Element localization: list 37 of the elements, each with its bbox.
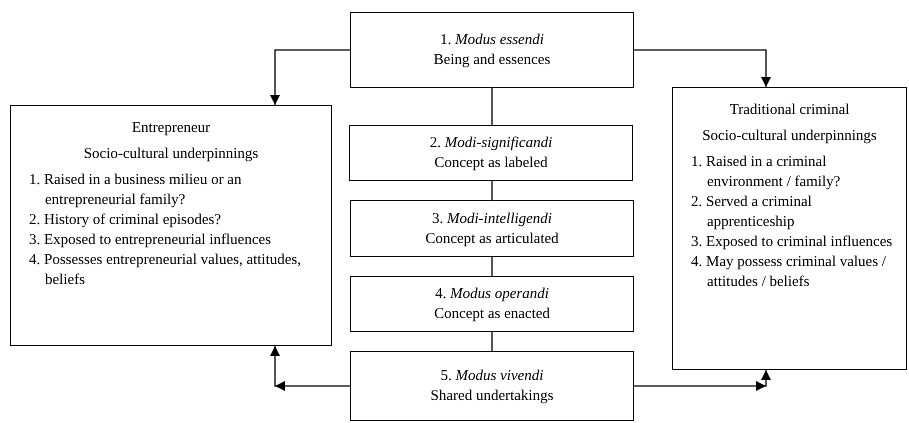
stage-name: 2. Modi-significandi xyxy=(430,134,552,153)
list-item: 4. May possess criminal values / attitudes / beliefs xyxy=(690,253,887,292)
stage-name: 5. Modus vivendi xyxy=(440,367,544,386)
stage-name: 4. Modus operandi xyxy=(435,285,549,304)
stage-box xyxy=(350,276,634,332)
connector-line xyxy=(491,88,493,125)
box-subheading: Socio-cultural underpinnings xyxy=(701,127,878,146)
list-item: 3. Exposed to entrepreneurial influences xyxy=(28,231,272,250)
connector-line xyxy=(491,181,493,200)
arrow xyxy=(634,49,771,87)
connector-line xyxy=(491,332,493,351)
arrow xyxy=(270,49,350,105)
stage-description: Concept as enacted xyxy=(434,305,550,324)
stage-description: Shared undertakings xyxy=(430,387,554,406)
box-heading: Traditional criminal xyxy=(728,101,850,120)
stage-description: Concept as articulated xyxy=(425,230,559,248)
stage-description: Concept as labeled xyxy=(434,154,548,173)
list-item: 1. Raised in a criminal environment / family? xyxy=(690,153,842,192)
stage-description: Being and essences xyxy=(434,51,550,70)
stage-box xyxy=(349,125,633,181)
stage-box xyxy=(350,200,634,257)
list-item: 3. Exposed to criminal influences xyxy=(690,233,894,252)
stage-box xyxy=(350,351,634,421)
box-subheading: Socio-cultural underpinnings xyxy=(82,145,260,164)
stage-name: 1. Modus essendi xyxy=(440,31,544,50)
profile-box xyxy=(10,105,332,346)
stage-box xyxy=(350,12,634,88)
arrow xyxy=(634,370,771,391)
list-item: 1. Raised in a business milieu or an entrepreneurial family? xyxy=(28,171,242,210)
list-item: 4. Possesses entrepreneurial values, attitudes, beliefs xyxy=(28,251,302,290)
list-item: 2. Served a criminal apprenticeship xyxy=(690,193,813,232)
stage-name: 3. Modi-intelligendi xyxy=(432,210,552,228)
profile-box xyxy=(672,87,907,370)
connector-line xyxy=(491,257,493,276)
arrow xyxy=(270,346,350,391)
list-item: 2. History of criminal episodes? xyxy=(28,211,222,230)
box-heading: Entrepreneur xyxy=(130,119,212,138)
